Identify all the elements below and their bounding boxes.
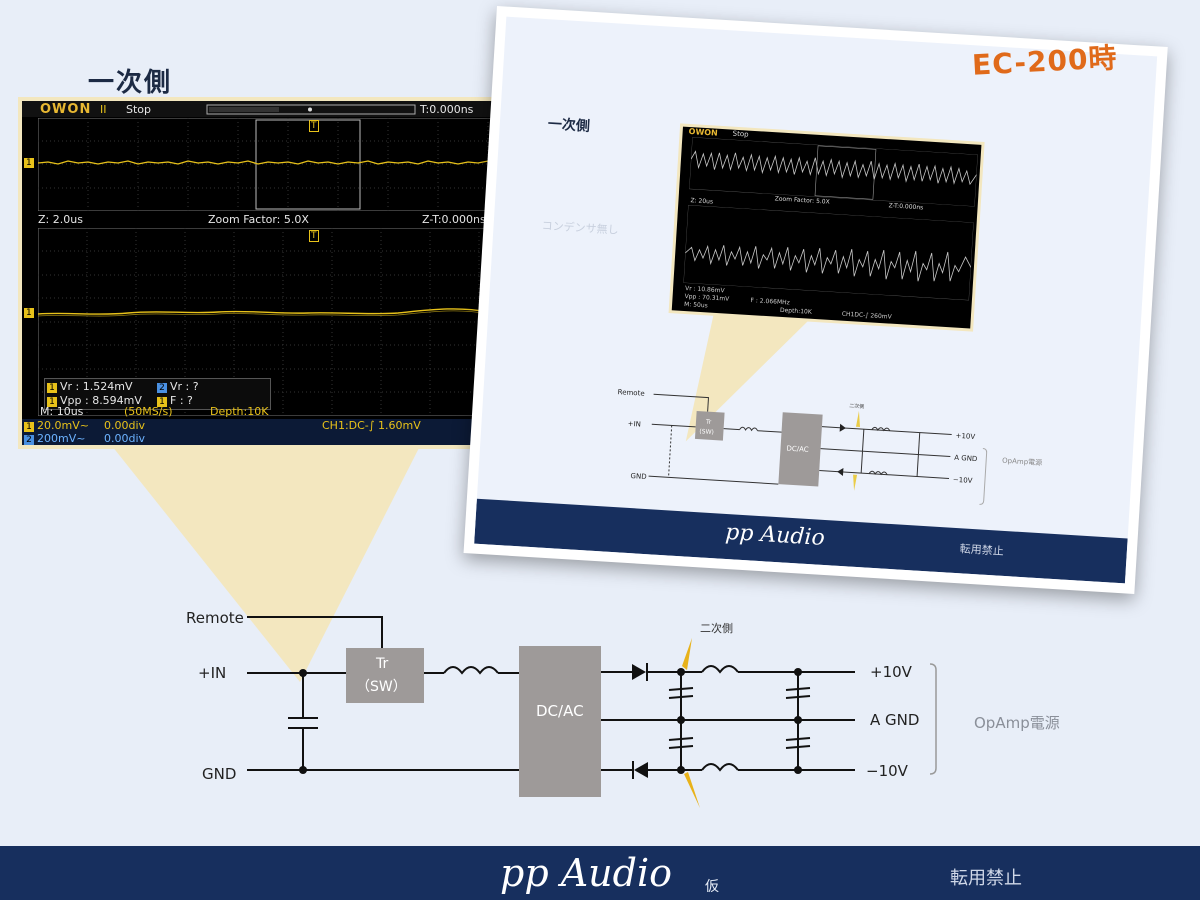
status-text: Stop xyxy=(126,103,152,116)
trigger-setting: CH1:DC-∫ 1.60mV xyxy=(322,419,421,432)
zoom-timebase: Z: 2.0us xyxy=(38,213,83,226)
remote-label: Remote xyxy=(186,609,244,627)
remote-wire xyxy=(247,616,383,648)
dcac-label: DC/AC xyxy=(536,702,584,720)
main-timebase: M: 10us xyxy=(40,405,84,418)
ch1-tag: 1 xyxy=(157,397,167,407)
ec200-gnd-label: GND xyxy=(630,472,647,481)
ch1-freq-value: F : ? xyxy=(170,394,193,407)
tr-label: Tr xyxy=(376,656,389,672)
power-schematic xyxy=(247,616,937,808)
output-bracket xyxy=(929,663,937,775)
ec200-photo-card: 一次側 コンデンサ無し OWON Stop Zoom Factor: 5.0X … xyxy=(463,6,1168,595)
ec200-plus10-label: +10V xyxy=(955,432,975,441)
trigger-marker-top: T xyxy=(309,120,319,132)
oscilloscope-screenshot: OWON II Stop T:0.000ns T 1 Z: 2.0u xyxy=(18,97,533,449)
ch2-scale-value: 200mV~ xyxy=(37,432,86,445)
ec200-secondary-label: 二次側 xyxy=(849,402,864,410)
ch1-vr-value: Vr : 1.524mV xyxy=(60,380,133,393)
plus10-label: +10V xyxy=(870,663,912,681)
secondary-spark-bottom xyxy=(684,772,700,808)
ec200-scope-frame: OWON Stop Zoom Factor: 5.0X Z-T:0.000ns … xyxy=(668,123,985,332)
scope-brand-logo: OWON xyxy=(40,102,92,117)
ch2-vr-value: Vr : ? xyxy=(170,380,199,393)
plus-diode xyxy=(632,664,646,680)
ch2-tag: 2 xyxy=(24,435,34,445)
ch2-offset: 0.00div xyxy=(104,432,146,445)
sw-label: （SW） xyxy=(356,679,407,695)
primary-side-heading: 一次側 xyxy=(88,68,173,98)
ch1-tag: 1 xyxy=(47,397,57,407)
footer-brand-suffix: 仮 xyxy=(705,879,719,895)
footer-brand: pp Audio xyxy=(500,851,673,895)
ch1-vpp-value: Vpp : 8.594mV xyxy=(60,394,142,407)
cap-1b-plate xyxy=(668,737,694,741)
trigger-time-readout: T:0.000ns xyxy=(420,103,474,116)
gnd-label: GND xyxy=(202,765,237,783)
input-inductor xyxy=(443,666,499,675)
oscilloscope-display: OWON II Stop T:0.000ns T 1 Z: 2.0u xyxy=(22,101,529,445)
ec200-schematic: Remote +IN GND Tr (SW) DC/AC +10V A GND … xyxy=(617,388,1042,505)
ec200-tr-label: Tr xyxy=(705,418,712,425)
in-label: +IN xyxy=(198,664,227,682)
ch1-tag: 1 xyxy=(24,422,34,432)
ch1-tag: 1 xyxy=(47,383,57,393)
cap-2a-plate xyxy=(785,687,811,691)
plus-rail-inductor xyxy=(701,665,739,674)
ec200-slide: 一次側 コンデンサ無し OWON Stop Zoom Factor: 5.0X … xyxy=(474,16,1158,584)
secondary-spark-top xyxy=(682,638,692,670)
zoom-factor: Zoom Factor: 5.0X xyxy=(208,213,309,226)
cap-1a-plate xyxy=(668,687,694,691)
cap-2b-plate xyxy=(785,737,811,741)
ec200-minus10-label: −10V xyxy=(953,476,973,485)
secondary-label: 二次側 xyxy=(700,622,733,635)
sample-rate: (50MS/s) xyxy=(124,405,173,418)
footer-no-reuse-note: 転用禁止 xyxy=(950,868,1022,889)
primary-callout-wedge xyxy=(112,446,420,682)
ec200-dcac-label: DC/AC xyxy=(786,445,809,454)
ec200-zoomed-trace xyxy=(683,205,974,301)
junction-gnd xyxy=(299,766,307,774)
trigger-marker-bottom: T xyxy=(309,230,319,242)
ec200-scope-display: OWON Stop Zoom Factor: 5.0X Z-T:0.000ns … xyxy=(671,126,982,329)
timebase-position-bar xyxy=(206,104,416,115)
minus-diode xyxy=(634,762,648,778)
ec200-remote-label: Remote xyxy=(617,388,644,398)
minus10-label: −10V xyxy=(866,762,908,780)
opamp-supply-label: OpAmp電源 xyxy=(974,714,1060,732)
run-state-indicator: II xyxy=(100,103,107,116)
ch1-scale-value: 20.0mV~ xyxy=(37,419,89,432)
transformer-switch-box xyxy=(346,648,424,703)
ec200-callout xyxy=(685,314,809,442)
ec200-agnd-label: A GND xyxy=(954,454,978,463)
ec200-in-label: +IN xyxy=(627,420,641,429)
ec200-opamp-label: OpAmp電源 xyxy=(1002,456,1042,467)
junction-in xyxy=(299,669,307,677)
ch1-offset: 0.00div xyxy=(104,419,146,432)
dcac-converter-box xyxy=(519,646,601,797)
channel1-marker-bottom: 1 xyxy=(24,308,34,318)
overview-waveform xyxy=(38,118,529,211)
zoom-trigger-time: Z-T:0.000ns xyxy=(422,213,486,226)
ec200-sw-label: (SW) xyxy=(699,428,714,436)
channel1-marker-top: 1 xyxy=(24,158,34,168)
footer-bar xyxy=(0,846,1200,900)
ch2-tag: 2 xyxy=(157,383,167,393)
ec200-overview-trace xyxy=(689,137,978,207)
memory-depth: Depth:10K xyxy=(210,405,269,418)
minus-rail-inductor xyxy=(701,763,739,772)
agnd-label: A GND xyxy=(870,711,920,729)
